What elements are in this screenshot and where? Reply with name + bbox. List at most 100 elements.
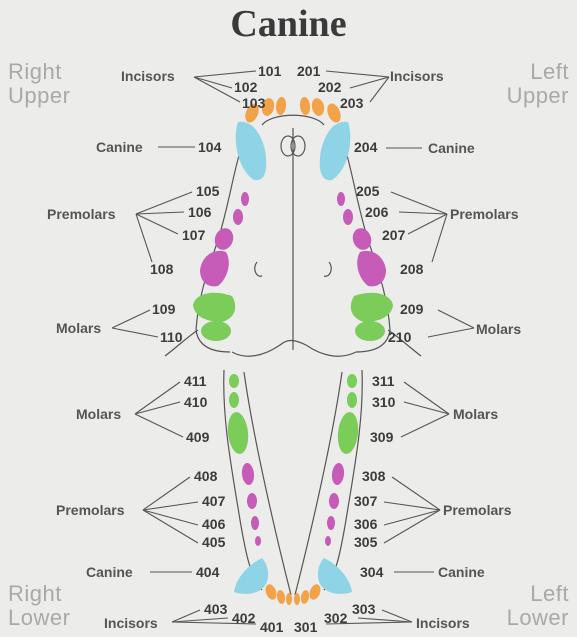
number-304: 304 <box>360 564 384 580</box>
number-105: 105 <box>196 183 220 199</box>
tooth-403[interactable] <box>264 583 279 601</box>
number-309: 309 <box>370 429 394 445</box>
tooth-402[interactable] <box>276 589 286 604</box>
tooth-306[interactable] <box>327 516 335 530</box>
number-205: 205 <box>356 183 380 199</box>
tooth-302[interactable] <box>300 589 310 604</box>
label-premolars-upper-left: Premolars <box>450 206 519 222</box>
group-labels: Incisors Incisors Canine Canine Premolar… <box>47 68 521 631</box>
number-404: 404 <box>196 564 220 580</box>
number-201: 201 <box>297 63 321 79</box>
tooth-208[interactable] <box>357 251 386 286</box>
number-303: 303 <box>352 601 376 617</box>
lower-left-teeth <box>294 374 360 605</box>
tooth-205[interactable] <box>337 192 345 206</box>
number-103: 103 <box>242 95 266 111</box>
label-canine-upper-right: Canine <box>96 139 143 155</box>
number-306: 306 <box>354 516 378 532</box>
tooth-303[interactable] <box>308 583 323 601</box>
number-409: 409 <box>186 429 210 445</box>
label-molars-lower-right: Molars <box>76 406 121 422</box>
number-110: 110 <box>160 329 183 345</box>
tooth-202[interactable] <box>310 97 325 117</box>
tooth-106[interactable] <box>233 209 243 225</box>
number-408: 408 <box>194 468 218 484</box>
number-104: 104 <box>198 139 222 155</box>
label-molars-upper-left: Molars <box>476 321 521 337</box>
tooth-411[interactable] <box>229 374 239 388</box>
tooth-307[interactable] <box>329 493 339 509</box>
number-407: 407 <box>202 493 226 509</box>
number-208: 208 <box>400 261 424 277</box>
label-canine-upper-left: Canine <box>428 140 475 156</box>
number-107: 107 <box>182 227 206 243</box>
label-canine-lower-left: Canine <box>438 564 485 580</box>
number-210: 210 <box>388 329 412 345</box>
tooth-108[interactable] <box>200 251 229 286</box>
number-311: 311 <box>372 373 395 389</box>
number-406: 406 <box>202 516 226 532</box>
tooth-401[interactable] <box>286 593 292 605</box>
number-203: 203 <box>340 95 364 111</box>
number-302: 302 <box>324 610 348 626</box>
number-108: 108 <box>150 261 174 277</box>
tooth-209[interactable] <box>351 293 393 322</box>
tooth-204[interactable] <box>320 122 351 180</box>
tooth-104[interactable] <box>236 122 267 180</box>
tooth-201[interactable] <box>299 97 311 116</box>
number-209: 209 <box>400 301 424 317</box>
label-premolars-lower-left: Premolars <box>443 502 512 518</box>
number-402: 402 <box>232 610 256 626</box>
tooth-304[interactable] <box>318 558 352 594</box>
tooth-407[interactable] <box>247 493 257 509</box>
lower-jaw-outline <box>224 370 363 595</box>
number-102: 102 <box>234 79 258 95</box>
tooth-309[interactable] <box>336 411 360 455</box>
label-incisors-upper-left: Incisors <box>390 68 444 84</box>
tooth-406[interactable] <box>251 516 259 530</box>
label-incisors-lower-right: Incisors <box>104 615 158 631</box>
lower-right-teeth <box>226 374 292 605</box>
label-molars-upper-right: Molars <box>56 320 101 336</box>
number-106: 106 <box>188 204 212 220</box>
label-incisors-upper-right: Incisors <box>121 68 175 84</box>
number-403: 403 <box>204 601 228 617</box>
tooth-308[interactable] <box>331 462 345 485</box>
label-premolars-lower-right: Premolars <box>56 502 125 518</box>
tooth-310[interactable] <box>347 392 357 408</box>
tooth-404[interactable] <box>234 558 268 594</box>
label-molars-lower-left: Molars <box>453 406 498 422</box>
tooth-210[interactable] <box>355 321 385 341</box>
number-410: 410 <box>184 394 208 410</box>
tooth-410[interactable] <box>229 392 239 408</box>
label-premolars-upper-right: Premolars <box>47 206 116 222</box>
number-405: 405 <box>202 534 226 550</box>
label-canine-lower-right: Canine <box>86 564 133 580</box>
tooth-110[interactable] <box>201 321 231 341</box>
label-incisors-lower-left: Incisors <box>416 615 470 631</box>
tooth-105[interactable] <box>241 192 249 206</box>
tooth-409[interactable] <box>226 411 250 455</box>
number-101: 101 <box>258 63 282 79</box>
number-411: 411 <box>184 373 207 389</box>
number-301: 301 <box>294 619 318 635</box>
tooth-numbers: 101 102 103 104 105 106 107 108 109 110 … <box>150 63 424 635</box>
number-202: 202 <box>318 79 342 95</box>
number-401: 401 <box>260 619 284 635</box>
tooth-109[interactable] <box>193 293 235 322</box>
tooth-405[interactable] <box>255 536 261 546</box>
number-310: 310 <box>372 394 396 410</box>
number-308: 308 <box>362 468 386 484</box>
number-305: 305 <box>354 534 378 550</box>
tooth-101[interactable] <box>275 97 287 116</box>
number-109: 109 <box>152 301 176 317</box>
tooth-408[interactable] <box>241 462 255 485</box>
tooth-301[interactable] <box>294 593 300 605</box>
tooth-206[interactable] <box>343 209 353 225</box>
tooth-305[interactable] <box>325 536 331 546</box>
number-204: 204 <box>354 139 378 155</box>
number-207: 207 <box>382 227 406 243</box>
tooth-311[interactable] <box>347 374 357 388</box>
